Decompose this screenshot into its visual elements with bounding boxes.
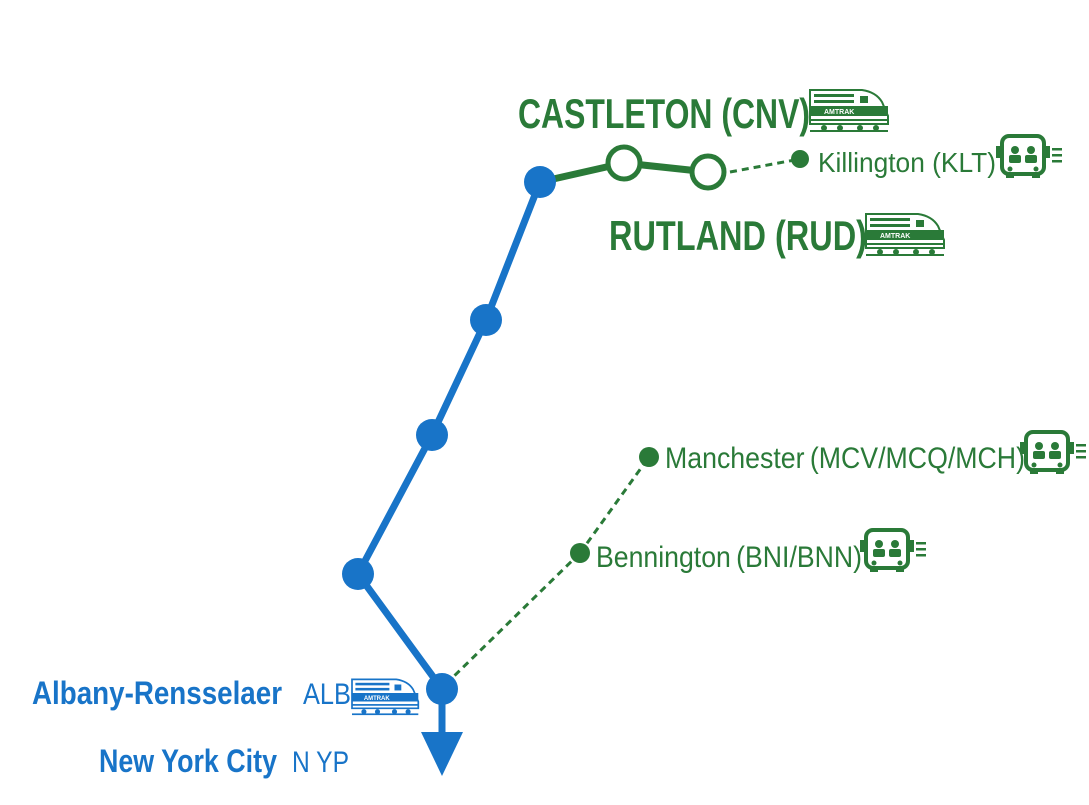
bus-stop-dot-manchester[interactable] [639, 447, 659, 467]
station-dot-albany[interactable] [426, 673, 458, 705]
station-code-albany: ALB [303, 678, 351, 711]
bus-label-manchester-name: Manchester [665, 442, 805, 475]
bus-icon [1018, 430, 1088, 476]
station-marker-castleton[interactable] [605, 144, 643, 182]
station-code-nyc: N YP [292, 746, 349, 779]
bus-label-manchester-codes: (MCV/MCQ/MCH) [810, 442, 1025, 475]
amtrak-train-icon [351, 678, 420, 716]
station-label-nyc: New York City [99, 743, 277, 779]
bus-stop-dot-killington[interactable] [791, 150, 809, 168]
station-marker-rutland[interactable] [689, 153, 727, 191]
bus-icon [994, 134, 1064, 180]
station-dot[interactable] [524, 166, 556, 198]
station-label-rutland: RUTLAND (RUD) [609, 212, 867, 259]
amtrak-train-icon [809, 89, 889, 133]
station-label-castleton: CASTLETON (CNV) [518, 90, 810, 137]
bus-icon [858, 528, 928, 574]
amtrak-train-icon [865, 213, 945, 257]
arrow-down-icon [421, 732, 463, 776]
bus-connection-manchester [578, 456, 651, 554]
bus-connection-killington [729, 157, 801, 174]
station-dot[interactable] [416, 419, 448, 451]
bus-stop-dot-bennington[interactable] [570, 543, 590, 563]
bus-label-bennington-name: Bennington [596, 541, 731, 574]
route-line-blue [354, 178, 544, 693]
station-dot[interactable] [470, 304, 502, 336]
bus-label-bennington-codes: (BNI/BNN) [736, 541, 862, 574]
station-label-albany: Albany-Rensselaer [32, 675, 282, 711]
station-dot[interactable] [342, 558, 374, 590]
bus-label-bennington[interactable]: Bennington(BNI/BNN) [596, 541, 862, 574]
bus-label-killington: Killington (KLT) [818, 147, 996, 178]
bus-connection-bennington [444, 551, 582, 686]
bus-label-manchester[interactable]: Manchester(MCV/MCQ/MCH) [665, 442, 1025, 475]
